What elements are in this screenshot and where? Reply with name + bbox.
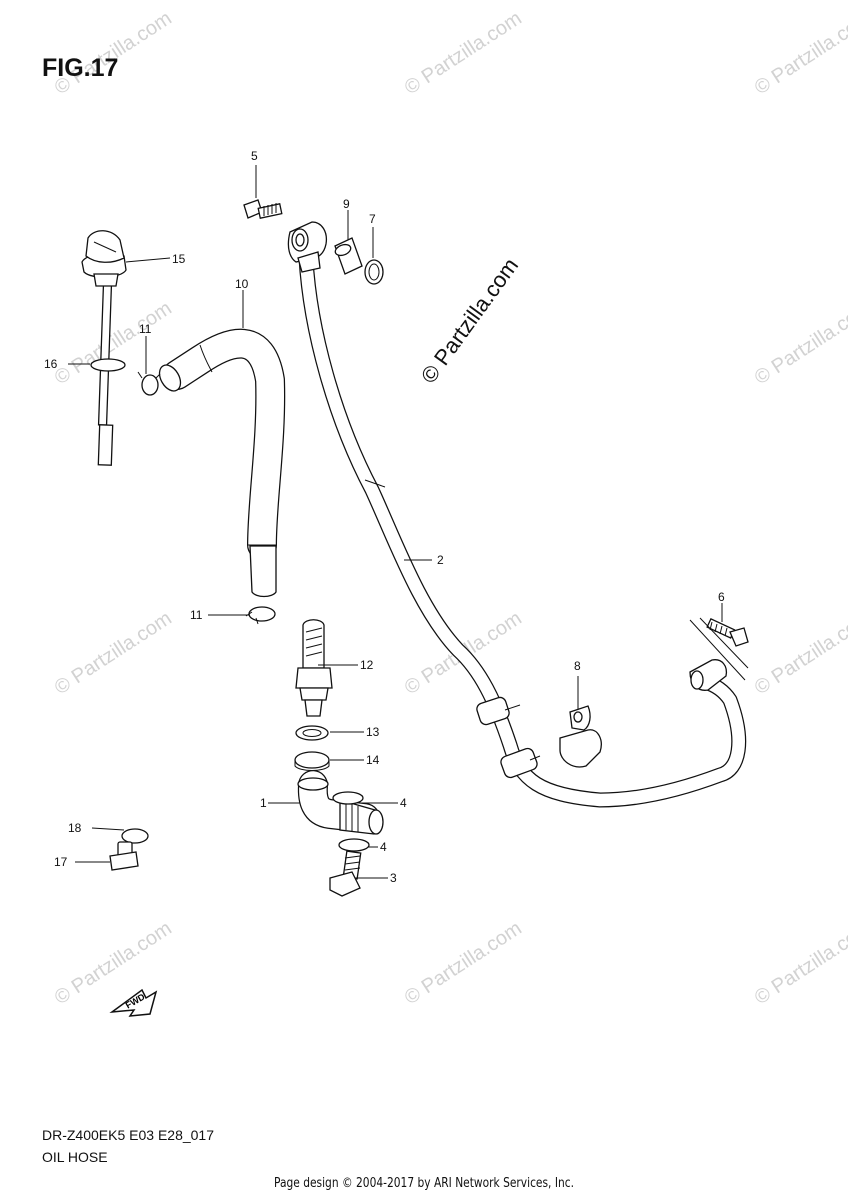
o-ring[interactable]: [90, 358, 126, 372]
callout-4-lower[interactable]: 4: [380, 840, 387, 854]
callout-9[interactable]: 9: [343, 197, 350, 211]
oil-temp-sensor[interactable]: [295, 619, 333, 717]
callout-3[interactable]: 3: [390, 871, 397, 885]
drain-bolt[interactable]: [109, 841, 139, 871]
leader-lines: [68, 165, 723, 879]
bolt[interactable]: [689, 617, 749, 681]
callout-14[interactable]: 14: [366, 753, 380, 767]
callout-11-lower[interactable]: 11: [190, 608, 203, 622]
elbow-hose[interactable]: [297, 770, 384, 835]
sleeve[interactable]: [334, 237, 363, 275]
union-bolt[interactable]: [243, 199, 283, 219]
watermark: © Partzilla.com: [51, 297, 176, 389]
gasket[interactable]: [364, 259, 384, 285]
callout-4-upper[interactable]: 4: [400, 796, 407, 810]
figure-title: FIG.17: [42, 54, 119, 82]
union-bolt[interactable]: [329, 850, 362, 897]
callout-17[interactable]: 17: [54, 855, 68, 869]
drain-gasket[interactable]: [121, 828, 149, 844]
callout-12[interactable]: 12: [360, 658, 374, 672]
callout-2[interactable]: 2: [437, 553, 444, 567]
dipstick[interactable]: [81, 230, 127, 466]
hose-clamp-bracket[interactable]: [559, 705, 602, 768]
watermark: © Partzilla.com: [401, 917, 526, 1009]
callout-6[interactable]: 6: [718, 590, 725, 604]
hose-clip[interactable]: [245, 606, 276, 625]
callout-18[interactable]: 18: [68, 821, 82, 835]
callout-16[interactable]: 16: [44, 357, 58, 371]
hose-clip[interactable]: [137, 371, 161, 396]
callout-8[interactable]: 8: [574, 659, 581, 673]
gasket[interactable]: [332, 791, 364, 805]
gasket[interactable]: [338, 838, 370, 852]
oil-hose[interactable]: [287, 221, 747, 808]
callout-5[interactable]: 5: [251, 149, 258, 163]
watermark: © Partzilla.com: [51, 607, 176, 699]
model-code: DR-Z400EK5 E03 E28_017: [42, 1127, 214, 1143]
callout-10[interactable]: 10: [235, 277, 249, 291]
watermark: © Partzilla.com: [751, 7, 848, 99]
watermark: © Partzilla.com: [751, 917, 848, 1009]
washer[interactable]: [295, 725, 329, 741]
callouts: 5 9 7 15 10 11 16 2 6 8 11 12 13 14 1 4 …: [44, 149, 725, 885]
hose-clamp: [476, 696, 541, 779]
watermark: © Partzilla.com: [401, 7, 526, 99]
callout-1[interactable]: 1: [260, 796, 267, 810]
callout-15[interactable]: 15: [172, 252, 186, 266]
callout-7[interactable]: 7: [369, 212, 376, 226]
hose-end-fitting: [689, 659, 728, 691]
watermark: © Partzilla.com: [751, 297, 848, 389]
watermark: © Partzilla.com: [751, 607, 848, 699]
hose-union-fitting: [287, 221, 328, 273]
forward-direction-arrow: FWD: [109, 988, 158, 1017]
section-name: OIL HOSE: [42, 1149, 108, 1165]
watermark-layer: © Partzilla.com © Partzilla.com © Partzi…: [51, 7, 848, 1009]
callout-13[interactable]: 13: [366, 725, 380, 739]
breather-hose[interactable]: [155, 328, 286, 598]
watermark-main: © Partzilla.com: [416, 253, 523, 388]
callout-11-upper[interactable]: 11: [139, 322, 152, 336]
hose-clamp-band[interactable]: [294, 751, 330, 771]
footer-copyright: Page design © 2004-2017 by ARI Network S…: [274, 1176, 574, 1191]
watermark: © Partzilla.com: [51, 917, 176, 1009]
